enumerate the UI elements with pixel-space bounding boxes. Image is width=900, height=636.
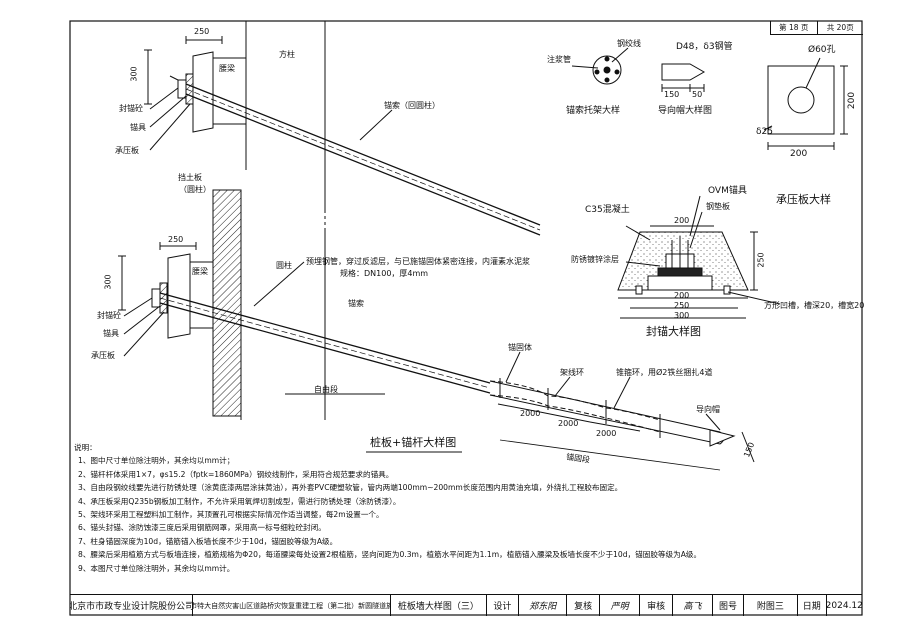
label-grout-pipe: 注浆管: [547, 55, 571, 64]
guide-cap-detail: [661, 63, 706, 92]
label-steel-pad: 钢垫板: [706, 202, 730, 211]
dim-seal-300: 300: [674, 311, 690, 320]
note-item: 8、腰梁后采用植筋方式与板墙连接，植筋规格为Φ20，每道腰梁每处设置2根植筋，竖…: [78, 550, 702, 560]
label-anchor-body: 锚固体: [508, 343, 532, 352]
note-item: 2、锚杆杆体采用1×7，φs15.2（fptk=1860MPa）钢绞线制作，采用…: [78, 469, 394, 479]
design-signature: 郑东阳: [519, 595, 568, 616]
note-item: 6、锚头封锚、涂防蚀漆三度后采用钢筋网罩，采用高一标号细粒砼封闭。: [78, 523, 326, 533]
label-anchor-top: 锚具: [130, 123, 146, 132]
review-label: 复核: [567, 595, 600, 616]
sheet-frame: [69, 20, 863, 616]
label-plate-main: 承压板: [91, 351, 115, 360]
note-item: 4、承压板采用Q235b钢板加工制作，不允许采用氧焊切割成型，需进行防锈处理（涂…: [78, 496, 401, 506]
label-plate-top: 承压板: [115, 146, 139, 155]
dim-seal-250-bot: 250: [674, 301, 690, 310]
sheet-total: 共 20页: [826, 23, 854, 32]
plate-thickness: δ25: [756, 127, 773, 137]
sheet-index: 第 18 页 共 20页: [770, 21, 863, 35]
label-anchor-main: 锚具: [103, 329, 119, 338]
label-cone-ring: 锥箍环，用Ø2铁丝捆扎4道: [616, 368, 713, 377]
label-square-groove: 方形凹槽，槽深20，槽宽20: [764, 301, 865, 310]
bracket-detail: [571, 47, 629, 85]
label-guide-cap: 导向帽: [696, 405, 720, 414]
label-retaining-board: 挡土板: [178, 173, 202, 182]
note-embedded-pipe-spec: 规格：DN100，厚4mm: [340, 269, 429, 278]
plate-hole: Ø60孔: [808, 45, 836, 55]
dim-seal-200-bot: 200: [674, 291, 690, 300]
note-item: 3、自由段钢绞线要先进行防锈处理（涂黄底漆两层涂抹黄油），再外套PVC硬塑软管，…: [78, 483, 623, 493]
label-free-section: 自由段: [314, 385, 338, 394]
dim-2000-1: 2000: [520, 409, 541, 418]
label-seal-concrete-top: 封锚砼: [119, 104, 143, 113]
note-item: 1、图中尺寸单位除注明外，其余均以mm计；: [78, 456, 235, 466]
bearing-plate-detail: [763, 57, 848, 150]
note-item: 7、柱身锚固深度为10d，锚筋锚入板墙长度不少于10d，锚固胶等级为A级。: [78, 536, 338, 546]
label-c35: C35混凝土: [585, 205, 630, 215]
label-round-column: 圆柱: [276, 261, 292, 270]
dim-250-main: 250: [168, 235, 184, 244]
drawing-no: 附图三: [744, 595, 798, 616]
dim-plate-200-v: 200: [847, 91, 858, 110]
guide-cap-title: 导向帽大样图: [658, 106, 713, 116]
top-anchor-detail: [144, 21, 541, 236]
dim-250-top: 250: [194, 27, 210, 36]
main-detail-title: 桩板+锚杆大样图: [370, 436, 457, 449]
label-spacer-ring: 架线环: [560, 368, 584, 377]
label-strand: 钢绞线: [617, 39, 641, 48]
check-signature: 高飞: [673, 595, 714, 616]
project-name: 北京市特大自然灾害山区道路桥灾恢复重建工程（第二批）新圆隧道施工图: [193, 595, 392, 616]
dim-300-top: 300: [129, 66, 139, 82]
dim-300-main: 300: [103, 274, 113, 290]
drawing-no-label: 图号: [713, 595, 744, 616]
label-waist-beam-top: 腰梁: [219, 64, 235, 73]
label-ovm-anchor: OVM锚具: [708, 186, 747, 196]
label-anti-rust: 防锈镀锌涂层: [571, 255, 619, 264]
notes-title: 说明：: [74, 443, 97, 452]
guide-cap-spec: D48，δ3钢管: [676, 42, 733, 52]
dim-plate-200-h: 200: [790, 149, 808, 159]
sheet-number: 第 18 页: [771, 21, 818, 34]
notes-block: 说明： 1、图中尺寸单位除注明外，其余均以mm计； 2、锚杆杆体采用1×7，φs…: [74, 441, 858, 575]
dim-2000-2: 2000: [558, 419, 579, 428]
seal-title: 封锚大样图: [646, 325, 701, 338]
date-label: 日期: [798, 595, 827, 616]
title-block: 北京市市政专业设计院股份公司 北京市特大自然灾害山区道路桥灾恢复重建工程（第二批…: [70, 594, 862, 616]
seal-detail: [617, 195, 781, 319]
drawing-name: 桩板墙大样图（三）: [391, 595, 487, 616]
dim-seal-250: 250: [756, 252, 766, 268]
review-signature: 严明: [600, 595, 641, 616]
design-label: 设计: [487, 595, 520, 616]
label-waist-beam-main: 腰梁: [192, 267, 208, 276]
date-value: 2024.12: [826, 600, 862, 611]
label-square-column: 方柱: [279, 50, 295, 59]
dim-150-cap: 150: [664, 90, 680, 99]
label-retaining-board-sub: （圆柱）: [179, 185, 211, 194]
note-item: 5、架线环采用工程塑料加工制作，其顶置孔可根据实际情况作适当调整，每2m设置一个…: [78, 510, 384, 520]
dim-seal-200-top: 200: [674, 216, 690, 225]
label-cable-main: 锚索: [348, 299, 364, 308]
dim-2000-3: 2000: [596, 429, 617, 438]
check-label: 审核: [640, 595, 673, 616]
company-name: 北京市市政专业设计院股份公司: [70, 595, 194, 616]
label-seal-concrete-main: 封锚砼: [97, 311, 121, 320]
note-item: 9、本图尺寸单位除注明外，其余均以mm计。: [78, 563, 235, 573]
label-cable-top: 锚索（回圆柱）: [384, 101, 440, 110]
bracket-title: 锚索托架大样: [566, 106, 621, 116]
plate-title: 承压板大样: [776, 193, 831, 206]
note-embedded-pipe: 预埋钢管，穿过反滤层，与已施锚固体紧密连接，内灌素水泥浆: [306, 257, 530, 266]
dim-50-cap: 50: [692, 90, 703, 99]
main-anchor-detail: [118, 189, 755, 471]
